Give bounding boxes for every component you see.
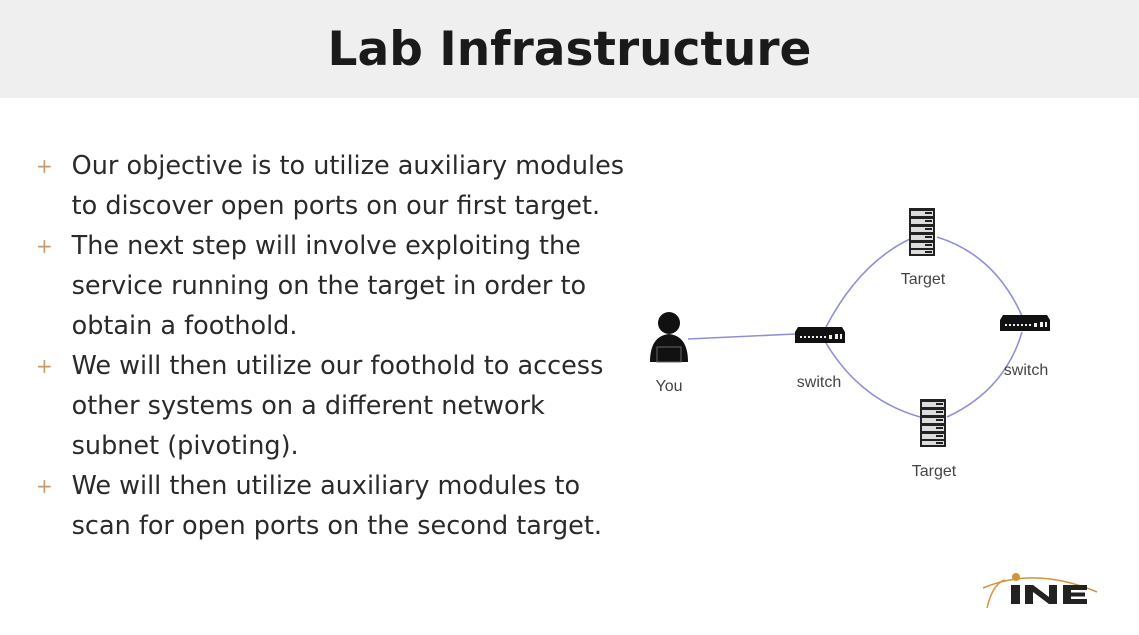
link-switch2-target2 <box>946 331 1023 418</box>
label-target: Target <box>901 271 946 288</box>
plus-icon: + <box>36 474 53 498</box>
network-links <box>687 236 1023 418</box>
link-you-switch <box>687 333 796 340</box>
switch-icon <box>795 327 845 343</box>
label-you: You <box>656 378 683 395</box>
slide-title: Lab Infrastructure <box>327 21 812 77</box>
label-switch: switch <box>797 374 841 391</box>
title-bar: Lab Infrastructure <box>0 0 1139 98</box>
bullet-text: We will then utilize auxiliary modules t… <box>71 471 602 541</box>
label-target: Target <box>912 463 957 480</box>
link-target1-switch2 <box>936 236 1023 317</box>
bullet-list: + Our objective is to utilize auxiliary m… <box>36 146 626 546</box>
server-icon <box>909 208 935 256</box>
bullet-text: The next step will involve exploiting th… <box>71 231 587 341</box>
plus-icon: + <box>36 234 53 258</box>
bullet-item: + The next step will involve exploiting t… <box>36 226 626 346</box>
bullet-item: + Our objective is to utilize auxiliary m… <box>36 146 626 226</box>
link-switch-target1 <box>825 237 913 328</box>
label-switch: switch <box>1004 362 1048 379</box>
user-icon <box>650 312 688 363</box>
bullet-text: We will then utilize our foothold to acc… <box>71 351 604 461</box>
ine-logo <box>982 573 1098 609</box>
bullet-item: + We will then utilize auxiliary modules … <box>36 466 626 546</box>
bullet-item: + We will then utilize our foothold to ac… <box>36 346 626 466</box>
server-icon <box>920 399 946 447</box>
link-switch-target2 <box>825 342 921 418</box>
bullet-text: Our objective is to utilize auxiliary mo… <box>71 151 625 221</box>
plus-icon: + <box>36 154 53 178</box>
switch-icon <box>1000 315 1050 331</box>
plus-icon: + <box>36 354 53 378</box>
